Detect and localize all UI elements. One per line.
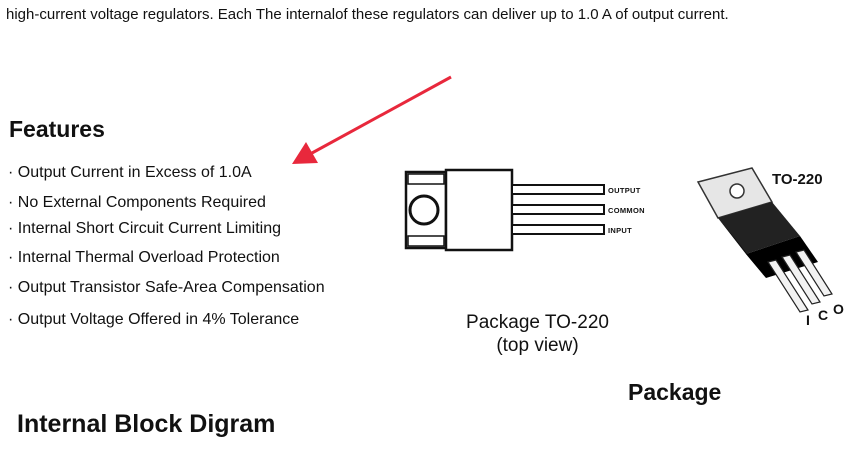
feature-item-short-circuit: · Internal Short Circuit Current Limitin… [8,220,281,237]
package-3d-label: TO-220 [772,171,823,188]
package-heading: Package [628,379,722,405]
pin-label-input: INPUT [608,226,632,235]
pin-label-output: OUTPUT [608,186,641,195]
feature-item-thermal: · Internal Thermal Overload Protection [8,249,280,266]
feature-item-no-external: · No External Components Required [8,194,266,211]
pin-letter-common: C [818,307,828,323]
pin-letter-input: I [806,312,810,328]
package-caption: Package TO-220 (top view) [440,311,635,357]
block-diagram-heading: Internal Block Digram [17,410,276,438]
feature-item-tolerance: · Output Voltage Offered in 4% Tolerance [8,311,300,328]
package-caption-subtitle: (top view) [496,335,579,356]
pin-label-common: COMMON [608,206,645,215]
features-heading: Features [9,116,105,142]
package-caption-title: Package TO-220 [466,312,609,333]
pin-letter-output: O [833,301,844,317]
to220-3d-illustration: TO-220 I C O [696,167,844,328]
feature-item-safe-area: · Output Transistor Safe-Area Compensati… [8,279,325,296]
intro-paragraph: high-current voltage regulators. Each Th… [6,6,729,23]
to220-top-view-diagram: OUTPUT COMMON INPUT [404,168,644,252]
feature-item-output-current: · Output Current in Excess of 1.0A [8,164,252,181]
